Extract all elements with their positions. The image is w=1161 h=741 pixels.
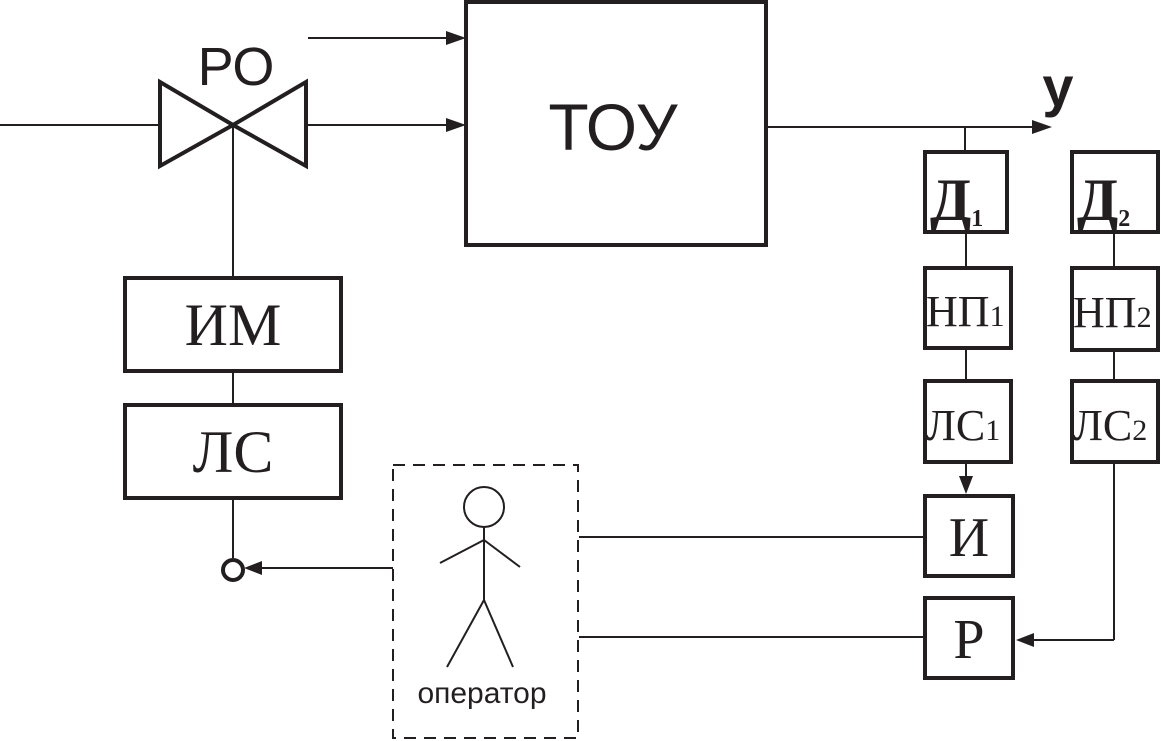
sensor2-text: Д2 <box>1077 167 1130 233</box>
converter2-label: НП <box>1073 288 1137 337</box>
arrow-output <box>1032 120 1052 134</box>
valve-label: РО <box>198 37 275 97</box>
object-label: ТОУ <box>548 90 678 164</box>
link1-box <box>923 379 1013 464</box>
link1-block: ЛС1 <box>923 379 1013 464</box>
operator-leg-right-icon <box>483 599 514 668</box>
actuator-box <box>123 276 343 373</box>
arrow-ls1-to-i <box>959 476 973 494</box>
recorder-block: Р <box>923 596 1015 680</box>
arrow-top-input <box>446 31 466 45</box>
sensor1-subscript: 1 <box>971 206 983 232</box>
link2-text: ЛС2 <box>1073 401 1147 450</box>
actuator-block: ИМ <box>123 276 343 373</box>
indicator-label: И <box>949 507 989 569</box>
operator-block: оператор <box>392 464 579 739</box>
connections <box>0 37 1115 641</box>
recorder-label: Р <box>953 609 984 671</box>
arrow-to-r <box>1016 633 1034 647</box>
sensor2-label: Д <box>1077 167 1118 233</box>
sensor1-text: Д1 <box>930 167 983 233</box>
link2-box <box>1070 379 1160 464</box>
operator-dashed-box <box>392 464 579 739</box>
arrow-to-switch <box>244 561 262 575</box>
object-box <box>464 0 768 247</box>
sensor2-subscript: 2 <box>1118 206 1130 232</box>
converter1-text: НП1 <box>926 287 1005 336</box>
regulating-valve: РО <box>158 37 308 170</box>
sensor1-label: Д <box>930 167 971 233</box>
link1-label: ЛС <box>926 401 985 450</box>
recorder-box <box>923 596 1015 680</box>
indicator-box <box>923 494 1015 578</box>
sensor2-block: Д2 <box>1070 150 1160 234</box>
sensor1-box <box>923 150 1009 234</box>
converter1-block: НП1 <box>923 266 1013 350</box>
converter1-label: НП <box>926 287 990 336</box>
valve-left-triangle <box>158 78 238 170</box>
operator-leg-left-icon <box>446 599 485 668</box>
sensor2-box <box>1070 150 1160 234</box>
converter1-box <box>923 266 1013 350</box>
valve-right-triangle <box>228 78 308 170</box>
operator-arm-right-icon <box>483 539 521 568</box>
left-link-block: ЛС <box>123 403 343 500</box>
link1-text: ЛС1 <box>926 401 1000 450</box>
switch-circle <box>221 558 245 582</box>
operator-arm-left-icon <box>439 539 485 564</box>
operator-head-icon <box>463 486 505 528</box>
link1-subscript: 1 <box>985 414 1000 447</box>
actuator-label: ИМ <box>185 292 282 358</box>
output-label: у <box>1042 55 1073 118</box>
converter2-text: НП2 <box>1073 288 1152 337</box>
sensor1-block: Д1 <box>923 150 1009 234</box>
indicator-block: И <box>923 494 1015 578</box>
arrow-valve-to-object <box>446 118 466 132</box>
arrowheads <box>244 31 1052 647</box>
left-link-label: ЛС <box>193 419 274 485</box>
converter2-block: НП2 <box>1070 266 1160 352</box>
link2-block: ЛС2 <box>1070 379 1160 464</box>
converter2-box <box>1070 266 1160 352</box>
link2-subscript: 2 <box>1132 414 1147 447</box>
operator-label: оператор <box>417 677 546 710</box>
link2-label: ЛС <box>1073 401 1132 450</box>
object-block: ТОУ <box>464 0 768 247</box>
left-link-box <box>123 403 343 500</box>
converter1-subscript: 1 <box>990 300 1005 333</box>
converter2-subscript: 2 <box>1137 301 1152 334</box>
